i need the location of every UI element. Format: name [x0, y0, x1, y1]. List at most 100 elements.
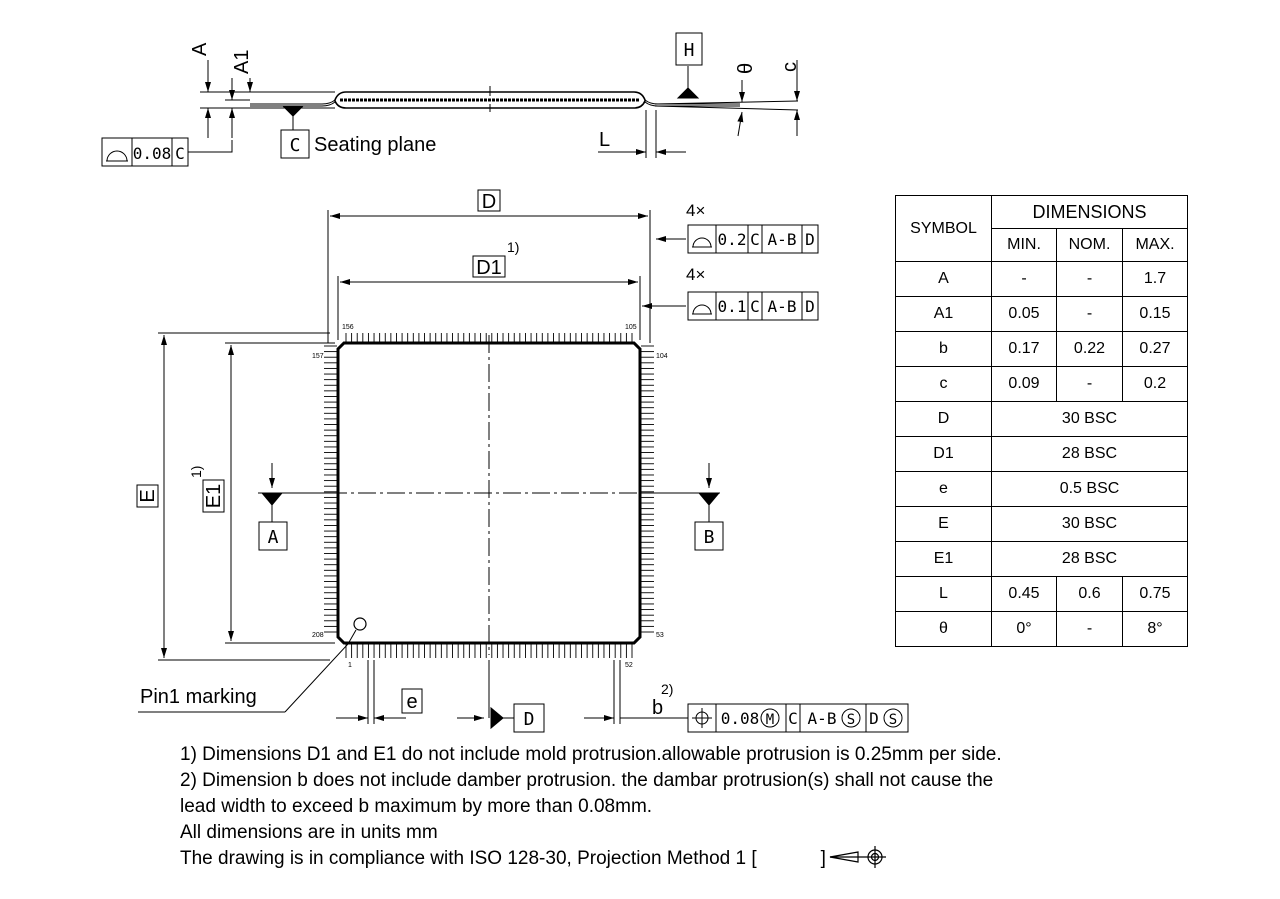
note-line-5: The drawing is in compliance with ISO 12…: [180, 846, 1002, 872]
fcf-position-value: 0.08: [721, 709, 760, 728]
fcf-position-datum2-rfs: S: [847, 712, 855, 728]
fcf-position-mmc: M: [766, 712, 774, 728]
cell-symbol: A1: [895, 296, 992, 332]
pin-1: 1: [348, 662, 352, 669]
label-A: A: [189, 42, 211, 56]
cell-symbol: E: [895, 506, 992, 542]
fcf-inner-datum2: A-B: [768, 297, 797, 316]
cell-min: 0.45: [991, 576, 1057, 612]
package-body-top: [336, 341, 642, 645]
pin1-dot: [353, 617, 367, 631]
note2-superscript-b: 2): [661, 681, 673, 697]
note-line-5-text: The drawing is in compliance with ISO 12…: [180, 848, 757, 869]
label-E1-box: E1: [202, 479, 225, 513]
cell-bsc-value: 30 BSC: [991, 401, 1188, 437]
table-row: A--1.7: [895, 261, 1188, 297]
label-theta: θ: [735, 63, 757, 74]
cell-min: 0.09: [991, 366, 1057, 402]
cell-symbol: E1: [895, 541, 992, 577]
cell-nom: 0.6: [1056, 576, 1123, 612]
note-line-2: 2) Dimension b does not include damber p…: [180, 770, 994, 791]
seating-plane-label: Seating plane: [314, 134, 436, 156]
label-b: b: [652, 697, 663, 719]
flatness-icon: [106, 150, 128, 162]
cell-bsc-value: 28 BSC: [991, 541, 1188, 577]
cell-max: 1.7: [1122, 261, 1188, 297]
projection-method-icon: [829, 846, 886, 868]
pin-105: 105: [625, 324, 637, 331]
table-header-dimensions: DIMENSIONS: [991, 195, 1188, 229]
left-lead-side: [250, 99, 336, 107]
datum-C-box: C: [280, 129, 310, 159]
cell-bsc-value: 0.5 BSC: [991, 471, 1188, 507]
pin-156: 156: [342, 324, 354, 331]
datum-A: A: [268, 527, 279, 548]
label-D1: D1: [476, 257, 502, 279]
cell-nom: -: [1056, 611, 1123, 647]
fcf-outer-count: 4×: [686, 201, 705, 220]
datum-H-box: H: [675, 32, 703, 66]
pin-208: 208: [312, 632, 324, 639]
table-header-nom: NOM.: [1056, 228, 1123, 262]
note1-superscript-E1: 1): [188, 466, 204, 478]
note-line-5-close: ]: [820, 848, 826, 869]
datum-D: D: [524, 709, 535, 730]
notes: 1) Dimensions D1 and E1 do not include m…: [180, 742, 1002, 872]
datum-B-box: B: [694, 521, 724, 551]
fcf-position-datum3: D: [869, 709, 879, 728]
datum-H: H: [684, 40, 695, 61]
cell-symbol: b: [895, 331, 992, 367]
cell-nom: 0.22: [1056, 331, 1123, 367]
pin-104: 104: [656, 353, 668, 360]
fcf-outer-datum2: A-B: [768, 230, 797, 249]
cell-min: 0.05: [991, 296, 1057, 332]
fcf-outer-datum1: C: [750, 230, 760, 249]
cell-max: 0.15: [1122, 296, 1188, 332]
cell-max: 0.27: [1122, 331, 1188, 367]
pin1-marking-label: Pin1 marking: [140, 686, 257, 708]
flatness-frame: 0.08 C: [101, 137, 189, 167]
cell-max: 8°: [1122, 611, 1188, 647]
side-view-labels: A A1 H θ c L C Seating plane 0.08 C: [101, 32, 801, 167]
fcf-position-datum3-rfs: S: [889, 712, 897, 728]
cell-min: 0.17: [991, 331, 1057, 367]
cell-symbol: D: [895, 401, 992, 437]
cell-symbol: L: [895, 576, 992, 612]
profile-surface-icon: [692, 304, 712, 315]
cell-nom: -: [1056, 261, 1123, 297]
label-E-box: E: [136, 484, 159, 508]
note-line-1: 1) Dimensions D1 and E1 do not include m…: [180, 744, 1002, 765]
datum-A-box: A: [258, 521, 288, 551]
note-line-4: All dimensions are in units mm: [180, 822, 438, 843]
fcf-position-datum2: A-B: [808, 709, 837, 728]
datum-B: B: [704, 527, 715, 548]
cell-bsc-value: 28 BSC: [991, 436, 1188, 472]
fcf-inner-frame: [687, 291, 819, 321]
cell-max: 0.75: [1122, 576, 1188, 612]
profile-surface-icon: [692, 237, 712, 248]
table-header-symbol: SYMBOL: [895, 195, 992, 262]
cell-symbol: D1: [895, 436, 992, 472]
fcf-position-datum1: C: [788, 709, 798, 728]
cell-bsc-value: 30 BSC: [991, 506, 1188, 542]
table-header-max: MAX.: [1122, 228, 1188, 262]
cell-nom: -: [1056, 296, 1123, 332]
label-E1: E1: [203, 484, 225, 508]
cell-symbol: c: [895, 366, 992, 402]
datum-C: C: [290, 135, 301, 156]
fcf-inner-datum1: C: [750, 297, 760, 316]
note1-superscript-D1: 1): [507, 239, 519, 255]
label-E: E: [137, 489, 159, 502]
